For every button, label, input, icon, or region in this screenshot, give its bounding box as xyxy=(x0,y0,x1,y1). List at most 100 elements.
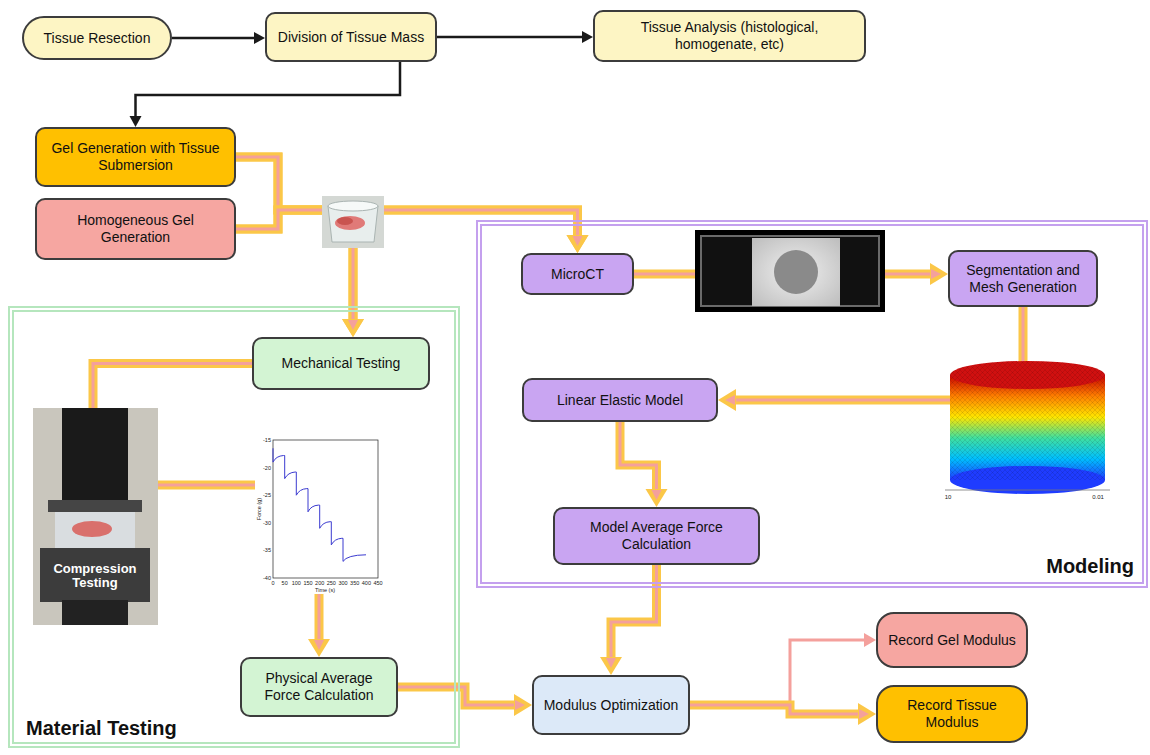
node-label: Tissue Analysis (histological, homogenat… xyxy=(603,19,856,53)
connector-arrow xyxy=(236,157,578,235)
ct-frame xyxy=(701,236,879,306)
connector-line xyxy=(690,640,864,705)
axis-tick: 0 xyxy=(271,580,274,586)
axis-tick: 150 xyxy=(303,580,312,586)
connector-line xyxy=(136,62,401,116)
node-label: Record Tissue Modulus xyxy=(886,697,1018,731)
output-terminal: Record Gel Modulus xyxy=(876,612,1028,668)
connector-arrow xyxy=(611,565,657,657)
mesh-grid xyxy=(950,361,1105,389)
node-label: MicroCT xyxy=(551,266,604,283)
mesh-body xyxy=(950,375,1105,480)
connector-line xyxy=(736,307,1023,400)
connector-arrow xyxy=(172,38,254,39)
start-terminal: Tissue Resection xyxy=(22,16,172,60)
axis-tick: 50 xyxy=(282,580,288,586)
platen-ring xyxy=(48,500,142,512)
output-terminal: Record Tissue Modulus xyxy=(876,685,1028,743)
connector-arrow xyxy=(398,687,514,705)
connector-line xyxy=(634,273,930,276)
node-label: Modulus Optimization xyxy=(544,697,679,714)
process-box: Homogeneous Gel Generation xyxy=(35,198,236,260)
node-label: Linear Elastic Model xyxy=(557,392,683,409)
mesh-bottom xyxy=(950,466,1105,494)
gel-sample xyxy=(55,512,135,548)
node-label: Record Gel Modulus xyxy=(888,632,1016,649)
upper-platen xyxy=(62,408,128,502)
process-box: Mechanical Testing xyxy=(252,337,430,390)
process-box: Tissue Analysis (histological, homogenat… xyxy=(593,10,866,62)
connector-line xyxy=(236,210,578,235)
panel-title: Modeling xyxy=(1046,554,1134,578)
connector-arrow xyxy=(236,157,353,319)
process-box: Modulus Optimization xyxy=(532,675,690,735)
mesh-cylinder xyxy=(945,361,1110,494)
tissue-sample xyxy=(335,216,365,230)
connector-arrow xyxy=(690,705,858,714)
connector-arrow xyxy=(93,364,319,640)
axis-tick: -30 xyxy=(263,520,271,526)
connector-line xyxy=(611,565,657,657)
connector-line xyxy=(736,307,1023,400)
plot-ground xyxy=(255,435,380,594)
gel-cylinder xyxy=(328,206,378,242)
connector-arrow xyxy=(634,274,930,275)
compression-photo xyxy=(33,408,158,625)
axis-tick: -40 xyxy=(263,575,271,581)
ct-ground xyxy=(695,230,885,312)
connector-line xyxy=(93,364,319,640)
connector-line xyxy=(398,687,514,705)
tissue-sample xyxy=(72,521,112,537)
gel-sample-photo xyxy=(322,196,384,248)
process-box: MicroCT xyxy=(521,253,634,295)
connector-line xyxy=(611,565,657,657)
tissue-sample xyxy=(337,217,353,225)
mesh-grid xyxy=(950,375,1105,480)
force-plot xyxy=(255,435,380,594)
connector-arrow xyxy=(437,37,582,38)
axis-tick: 100 xyxy=(292,580,301,586)
lower-platen xyxy=(62,600,128,625)
node-label: Division of Tissue Mass xyxy=(278,29,424,46)
mesh-axis xyxy=(945,490,1110,491)
connector-line xyxy=(437,36,582,39)
gel-top xyxy=(328,201,378,211)
ct-gel xyxy=(752,238,840,306)
axis-tick: 400 xyxy=(362,580,371,586)
process-box: Gel Generation with Tissue Submersion xyxy=(35,127,236,187)
connector-line xyxy=(690,705,858,714)
node-label: Model Average Force Calculation xyxy=(563,519,750,553)
node-label: Homogeneous Gel Generation xyxy=(45,212,226,246)
process-box: Division of Tissue Mass xyxy=(265,12,437,62)
photo-ground xyxy=(322,196,384,248)
axis-title: Time (s) xyxy=(315,586,335,592)
process-box: Segmentation and Mesh Generation xyxy=(948,250,1098,307)
axis-tick: -35 xyxy=(263,547,271,553)
axis-tick: 0.01 xyxy=(1092,494,1104,501)
plot-frame xyxy=(273,440,378,578)
connector-line xyxy=(93,364,319,640)
connector-line xyxy=(398,687,514,705)
group-panel: Modeling MicroCT Segmentation and Mesh Gen… xyxy=(476,220,1148,588)
axis-tick: -20 xyxy=(263,465,271,471)
connector-arrow xyxy=(136,62,401,116)
node-label: Gel Generation with Tissue Submersion xyxy=(45,140,226,174)
connector-arrow xyxy=(236,210,353,319)
connector-line xyxy=(236,210,353,319)
force-curve xyxy=(273,448,366,561)
panel-title: Material Testing xyxy=(26,716,177,740)
axis-tick: 250 xyxy=(327,580,336,586)
connector-line xyxy=(236,157,578,235)
connector-line xyxy=(236,157,353,319)
connector-line xyxy=(620,422,657,489)
axis-title: Force (g) xyxy=(256,498,262,520)
connector-arrow xyxy=(236,210,578,235)
connector-line xyxy=(236,210,578,235)
axis-tick: 300 xyxy=(338,580,347,586)
axis-tick: -15 xyxy=(263,437,271,443)
connector-line xyxy=(634,270,930,279)
